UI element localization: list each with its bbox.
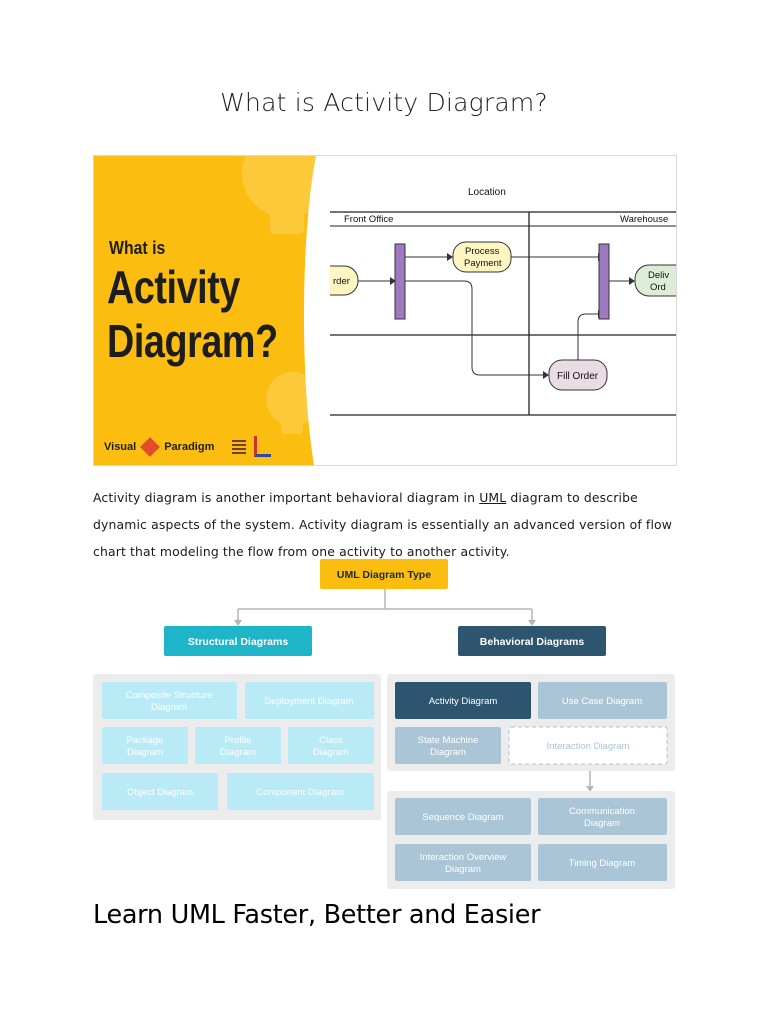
location-label: Location	[468, 187, 506, 198]
brand-visual: Visual	[104, 440, 137, 453]
use-case-label: Use Case Diagram	[562, 696, 642, 707]
interaction-diagram-label: Interaction Diagram	[547, 741, 630, 752]
lightbulb-base-icon	[270, 212, 304, 234]
activity-swimlane-diagram: Location Front Office Warehouse rder Pro…	[330, 187, 676, 416]
intro-line-2: dynamic aspects of the system. Activity …	[93, 517, 673, 532]
page-title: What is Activity Diagram?	[220, 88, 548, 117]
state-machine-label-1: State Machine	[418, 735, 479, 746]
behavioral-diagrams-node	[458, 626, 606, 656]
class-label-2: Diagram	[313, 747, 349, 758]
process-payment-label-1: Process	[465, 246, 500, 257]
intro-line-3: chart that modeling the flow from one ac…	[93, 544, 510, 559]
sequence-label: Sequence Diagram	[422, 812, 503, 823]
communication-label-1: Communication	[569, 806, 635, 817]
timing-label: Timing Diagram	[569, 858, 636, 869]
deployment-label: Deployment Diagram	[264, 696, 353, 707]
banner-curve	[304, 156, 334, 465]
banner-activity-word: Activity	[107, 261, 240, 313]
class-node	[288, 727, 374, 764]
uml-diagram-type-chart: UML Diagram Type Structural Diagrams Beh…	[93, 559, 675, 889]
use-case-node	[538, 682, 667, 719]
activity-diagram-banner: What is Activity Diagram? Visual Paradig…	[93, 155, 677, 466]
deliver-order-label-1: Deliv	[648, 270, 669, 281]
component-label: Component Diagram	[256, 787, 344, 798]
object-label: Object Diagram	[127, 787, 193, 798]
brand-paradigm: Paradigm	[164, 440, 215, 453]
component-node	[227, 773, 374, 810]
structural-diagrams-label: Structural Diagrams	[188, 636, 289, 648]
activity-diagram-label: Activity Diagram	[429, 696, 498, 707]
interaction-overview-label-2: Diagram	[445, 864, 481, 875]
composite-structure-label-1: Composite Structure	[126, 690, 213, 701]
partner-logo-2-icon	[254, 436, 272, 457]
lightbulb-base-icon	[281, 418, 303, 434]
intro-line-1-end: diagram to describe	[506, 490, 638, 505]
sequence-node	[395, 798, 531, 835]
communication-label-2: Diagram	[584, 818, 620, 829]
process-payment-label-2: Payment	[464, 258, 502, 269]
interaction-overview-label-1: Interaction Overview	[420, 852, 507, 863]
deliver-order-label-2: Ord	[650, 282, 666, 293]
state-machine-label-2: Diagram	[430, 747, 466, 758]
package-label-2: Diagram	[127, 747, 163, 758]
package-node	[102, 727, 188, 764]
profile-label-2: Diagram	[220, 747, 256, 758]
learn-uml-heading: Learn UML Faster, Better and Easier	[93, 900, 541, 930]
banner-what-is: What is	[109, 238, 166, 258]
fill-order-label: Fill Order	[557, 371, 599, 382]
join-bar	[598, 243, 610, 320]
timing-node	[538, 844, 667, 881]
intro-line-1: Activity diagram is another important be…	[93, 484, 683, 511]
package-label-1: Package	[127, 735, 164, 746]
intro-line-1-start: Activity diagram is another important be…	[93, 490, 480, 505]
warehouse-label: Warehouse	[620, 214, 668, 225]
communication-node	[538, 798, 667, 835]
uml-link[interactable]: UML	[479, 490, 507, 505]
deliver-order-node	[634, 264, 676, 297]
object-node	[102, 773, 218, 810]
fork-bar	[394, 243, 406, 320]
front-office-label: Front Office	[344, 214, 393, 225]
composite-structure-node	[102, 682, 237, 719]
deployment-node	[245, 682, 374, 719]
uml-diagram-type-label: UML Diagram Type	[337, 569, 431, 581]
intro-paragraph: Activity diagram is another important be…	[93, 484, 683, 565]
structural-diagrams-node	[164, 626, 312, 656]
receive-order-label: rder	[333, 276, 350, 287]
profile-node	[195, 727, 281, 764]
interaction-diagram-node	[508, 726, 668, 765]
uml-diagram-type-node	[320, 559, 448, 589]
profile-label-1: Profile	[225, 735, 252, 746]
vp-logo-icon	[140, 436, 161, 457]
class-label-1: Class	[319, 735, 343, 746]
behavioral-diagrams-label: Behavioral Diagrams	[480, 636, 585, 648]
banner-diagram-word: Diagram?	[107, 315, 278, 367]
banner-title-panel: What is Activity Diagram? Visual Paradig…	[94, 156, 334, 465]
interaction-overview-node	[395, 844, 531, 881]
visual-paradigm-logo: Visual Paradigm	[104, 436, 272, 457]
composite-structure-label-2: Diagram	[151, 702, 187, 713]
state-machine-node	[395, 727, 501, 764]
activity-diagram-node	[395, 682, 531, 719]
partner-logo-icon	[232, 439, 247, 454]
